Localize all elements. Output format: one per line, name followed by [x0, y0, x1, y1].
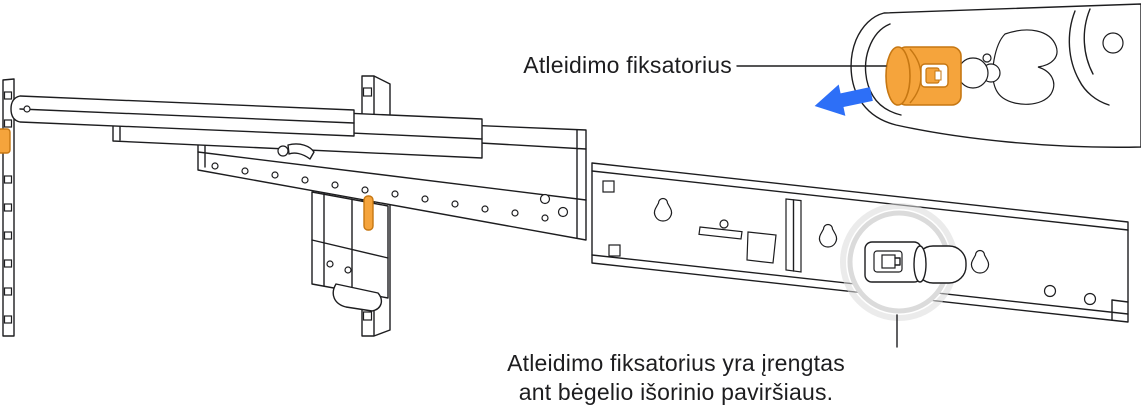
front-latch-tab-orange — [0, 128, 11, 154]
detail-view-rail-end — [814, 3, 1141, 148]
lock-lever-pivot — [277, 145, 289, 157]
rack-post-left — [0, 78, 15, 337]
rail-hole — [211, 162, 219, 170]
latch-location-caption: Atleidimo fiksatorius yra įrengtas ant b… — [420, 349, 932, 407]
rail-mount-hole — [539, 193, 551, 205]
post-hole — [3, 231, 13, 240]
detail-cutout-blob — [992, 29, 1058, 105]
rail-hole — [271, 171, 279, 179]
rail-hole — [451, 200, 459, 208]
post-hole — [3, 287, 13, 296]
panel-trapezoid-cutout — [746, 231, 777, 264]
panel-round-hole — [1083, 292, 1097, 306]
latch-clip-notch — [894, 257, 901, 266]
panel-keyhole — [653, 197, 673, 222]
panel-square-hole — [602, 180, 615, 193]
post-hole — [3, 259, 13, 268]
bracket-inner-lines — [311, 193, 389, 292]
post-hole — [3, 175, 13, 184]
bracket-hole — [326, 260, 334, 268]
rail-hole — [391, 190, 399, 198]
rail-hole — [511, 209, 519, 217]
slide-rail-assembly — [10, 95, 587, 241]
rail-lock-lever — [277, 143, 315, 160]
latch-detail-end-face-orange — [885, 46, 911, 106]
detail-round-hole — [982, 53, 992, 63]
slide-rail-inner-section — [10, 95, 355, 137]
detail-cap-inner-line — [864, 23, 902, 116]
detail-curved-ribs — [1068, 8, 1110, 106]
inner-section-channel-line — [19, 108, 355, 124]
post-hole — [362, 311, 373, 321]
rail-hole — [301, 176, 309, 184]
detail-round-hole — [957, 57, 989, 89]
rail-hole — [541, 214, 549, 222]
rail-hole — [361, 186, 369, 194]
panel-square-hole — [608, 244, 621, 257]
latch-end-face — [913, 245, 927, 283]
post-hole — [3, 315, 13, 324]
rail-hole — [331, 181, 339, 189]
panel-keyhole — [970, 249, 990, 274]
release-latch-label: Atleidimo fiksatorius — [430, 52, 732, 79]
release-latch-label-text: Atleidimo fiksatorius — [523, 52, 732, 78]
bracket-pin-orange — [363, 195, 374, 231]
post-hole — [3, 119, 13, 128]
post-hole — [362, 87, 373, 97]
rack-post-left-holes — [3, 91, 13, 324]
release-latch-on-panel — [864, 241, 967, 284]
latch-highlight — [840, 203, 967, 321]
post-hole — [3, 91, 13, 100]
caption-line-2: ant bėgelio išorinio paviršiaus. — [518, 379, 834, 405]
rail-hole — [481, 205, 489, 213]
rail-hole-row — [211, 162, 549, 222]
caption-line-1: Atleidimo fiksatorius yra įrengtas — [507, 350, 845, 376]
rail-mount-hole — [557, 206, 569, 218]
rack-post-left-edges — [2, 78, 15, 337]
bracket-hole — [344, 266, 352, 274]
lock-lever-arm — [287, 143, 315, 160]
rail-hole — [421, 195, 429, 203]
post-hole — [3, 203, 13, 212]
bracket-hook — [332, 283, 383, 312]
panel-tall-slot — [785, 198, 802, 273]
mounting-bracket — [311, 191, 389, 312]
panel-slot — [698, 226, 743, 240]
rail-hole — [241, 167, 249, 175]
rail-hole — [23, 105, 31, 113]
latch-detail-clip-notch — [934, 70, 942, 81]
panel-round-hole — [719, 219, 729, 229]
panel-keyhole — [818, 223, 838, 248]
detail-round-hole — [1102, 32, 1124, 54]
blue-arrow-icon — [814, 84, 873, 116]
panel-round-hole — [1043, 284, 1057, 298]
latch-clip — [881, 254, 896, 269]
release-latch-detail — [885, 46, 962, 106]
